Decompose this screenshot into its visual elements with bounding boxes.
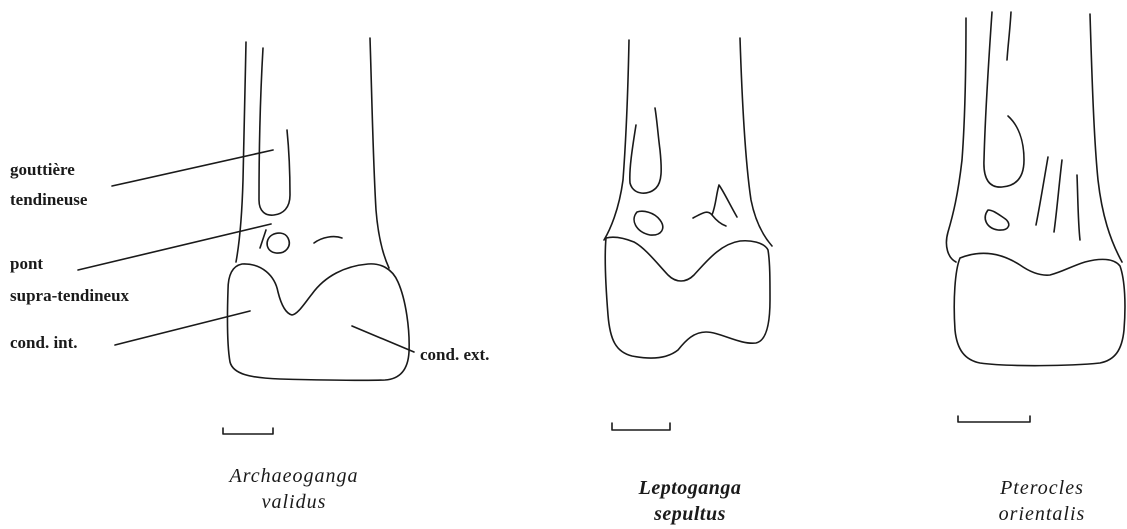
supratendinal-bridge-loop	[267, 233, 289, 253]
shaft-left-outline	[236, 42, 246, 262]
species-caption-archaeoganga: Archaeoganga validus	[224, 463, 364, 515]
leader-cond-ext	[352, 326, 414, 352]
condyles-outline	[227, 264, 409, 381]
tendinal-groove-outline	[984, 12, 1024, 187]
specimen-pterocles-drawing	[946, 12, 1125, 422]
label-pont-line1: pont	[10, 254, 43, 274]
label-cond-int: cond. int.	[10, 333, 78, 353]
species-caption-leptoganga: Leptoganga sepultus	[620, 475, 760, 527]
specimen-leptoganga-drawing	[604, 38, 772, 430]
shaft-right-outline	[740, 38, 772, 246]
label-gouttiere-line2: tendineuse	[10, 190, 87, 210]
lateral-tick-mark	[314, 237, 342, 243]
label-pont-line2: supra-tendineux	[10, 286, 129, 306]
label-gouttiere-line1: gouttière	[10, 160, 75, 180]
condyles-outline	[954, 253, 1125, 365]
leader-pont	[78, 224, 271, 270]
shaft-ridge-line	[1007, 12, 1011, 60]
leader-cond-int	[115, 311, 250, 345]
species-epithet: validus	[224, 489, 364, 515]
shaft-left-outline	[604, 40, 629, 240]
shaft-left-outline	[946, 18, 966, 262]
leader-gouttiere	[112, 150, 273, 186]
tendinal-groove-outline	[259, 48, 290, 215]
scale-bar	[612, 423, 670, 430]
label-cond-ext: cond. ext.	[420, 345, 489, 365]
species-genus: Leptoganga	[620, 475, 760, 501]
tendinal-groove-outline	[630, 108, 661, 193]
shaft-right-outline	[1090, 14, 1122, 262]
species-epithet: orientalis	[972, 501, 1112, 527]
shaft-ridge-line	[1054, 160, 1062, 232]
species-epithet: sepultus	[620, 501, 760, 527]
shaft-ridge-line	[1077, 175, 1080, 240]
species-genus: Pterocles	[972, 475, 1112, 501]
bridge-tick-mark	[260, 230, 266, 248]
condyles-outline	[605, 237, 770, 358]
shaft-ridge-line	[1036, 157, 1048, 225]
shaft-right-outline	[370, 38, 389, 268]
specimen-archaeoganga-drawing	[223, 38, 409, 434]
ridge-mark	[693, 185, 737, 226]
supratendinal-bridge-loop	[985, 210, 1009, 230]
species-genus: Archaeoganga	[224, 463, 364, 489]
scale-bar	[958, 416, 1030, 422]
supratendinal-bridge-loop	[634, 211, 663, 235]
scale-bar	[223, 428, 273, 434]
species-caption-pterocles: Pterocles orientalis	[972, 475, 1112, 527]
